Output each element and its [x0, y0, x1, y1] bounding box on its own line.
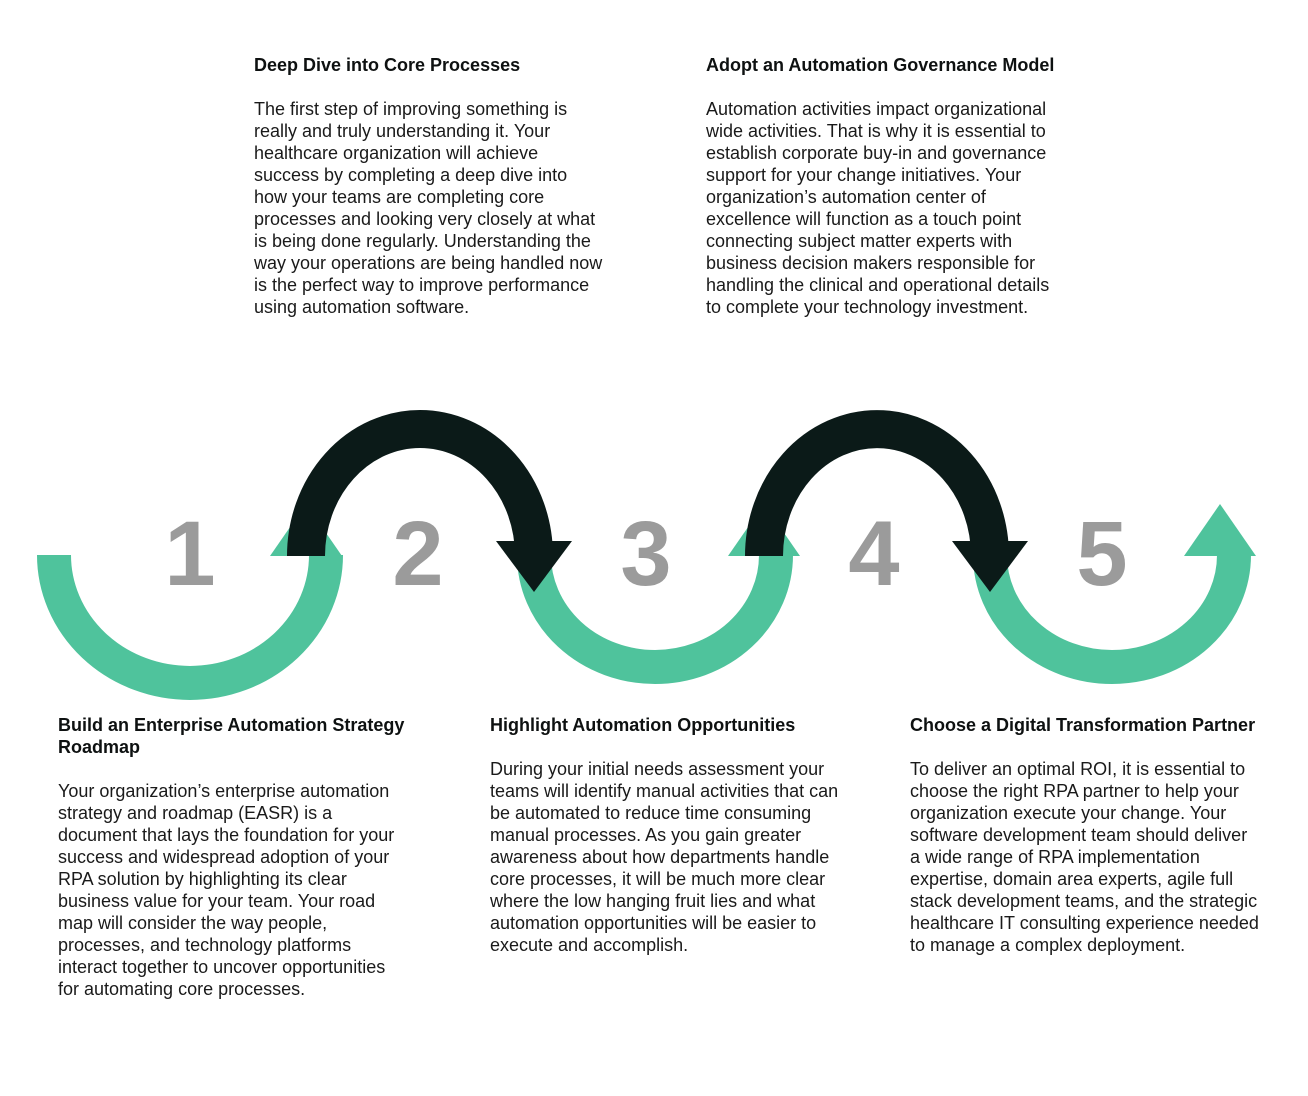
step-2-block: Deep Dive into Core Processes The first …: [254, 54, 604, 318]
step-1-title: Build an Enterprise Automation Strategy …: [58, 715, 405, 757]
dark-arc-1: [287, 410, 553, 557]
step-3-title: Highlight Automation Opportunities: [490, 715, 796, 735]
step-number-3: 3: [620, 503, 671, 605]
green-arc-2: [517, 554, 793, 684]
green-arc-3: [973, 554, 1251, 684]
green-arc-1: [37, 554, 343, 700]
step-number-4: 4: [848, 503, 899, 605]
step-5-block: Choose a Digital Transformation Partner …: [910, 714, 1262, 956]
dark-arrowhead-1: [496, 541, 572, 592]
step-3-block: Highlight Automation Opportunities Durin…: [490, 714, 842, 956]
step-2-title: Deep Dive into Core Processes: [254, 55, 521, 75]
dark-arc-2: [745, 410, 1009, 557]
green-arrowhead-3: [1184, 504, 1256, 556]
step-5-text: To deliver an optimal ROI, it is essenti…: [910, 759, 1259, 955]
dark-arrowhead-2: [952, 541, 1028, 592]
step-1-block: Build an Enterprise Automation Strategy …: [58, 714, 408, 1000]
step-3-text: During your initial needs assessment you…: [490, 759, 839, 955]
step-4-text: Automation activities impact organizatio…: [706, 99, 1050, 317]
step-4-title: Adopt an Automation Governance Model: [706, 55, 1055, 75]
step-number-5: 5: [1076, 503, 1127, 605]
step-2-text: The first step of improving something is…: [254, 99, 603, 317]
step-number-2: 2: [392, 503, 443, 605]
step-4-block: Adopt an Automation Governance Model Aut…: [706, 54, 1056, 318]
step-1-text: Your organization’s enterprise automatio…: [58, 781, 395, 999]
step-number-1: 1: [164, 503, 215, 605]
step-5-title: Choose a Digital Transformation Partner: [910, 715, 1256, 735]
